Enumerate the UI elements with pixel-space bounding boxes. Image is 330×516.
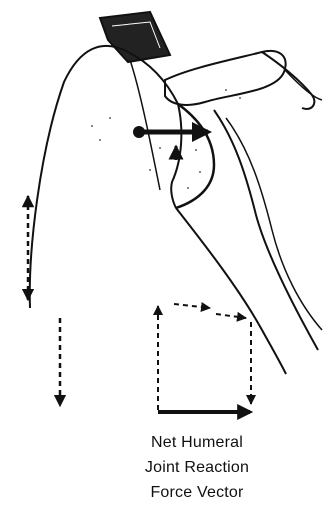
scapula-outline bbox=[176, 104, 322, 374]
caption-line-3: Force Vector bbox=[104, 481, 290, 504]
caption-line-2: Joint Reaction bbox=[104, 456, 290, 479]
joint-force-vector bbox=[133, 126, 208, 160]
top-component-arrow-1 bbox=[174, 304, 210, 308]
clavicle-shape bbox=[165, 51, 322, 109]
caption-line-1: Net Humeral bbox=[104, 431, 290, 454]
humerus-outline bbox=[30, 46, 182, 308]
stipple-texture bbox=[91, 89, 241, 189]
acromion-shape bbox=[100, 12, 170, 62]
force-component-diagram bbox=[158, 304, 251, 412]
top-component-arrow-2 bbox=[216, 314, 246, 318]
